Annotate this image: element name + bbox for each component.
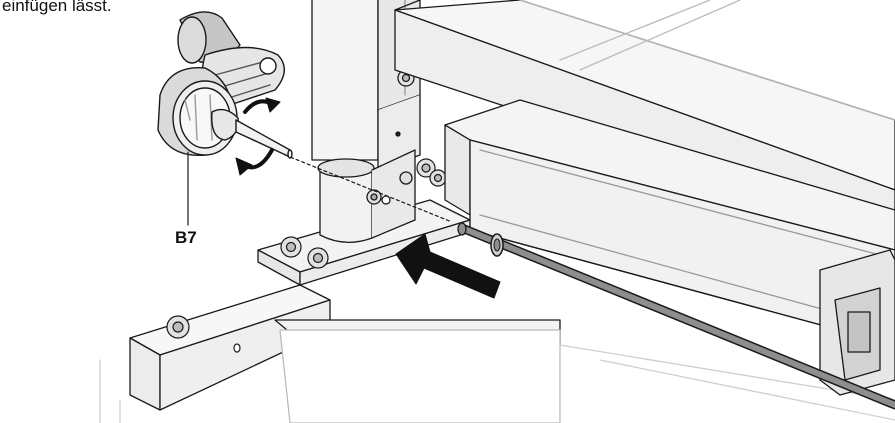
insertion-guide-line <box>284 154 453 223</box>
arrow-icon <box>395 233 501 299</box>
plate-bolts <box>166 158 447 353</box>
drive-cable <box>457 222 895 410</box>
crank-label: B7 <box>175 228 197 247</box>
crank-handle <box>157 11 293 226</box>
motor-housing <box>444 99 895 396</box>
circular-arrow-icon <box>235 97 281 176</box>
instruction-caption: einfügen lässt. <box>2 0 112 15</box>
